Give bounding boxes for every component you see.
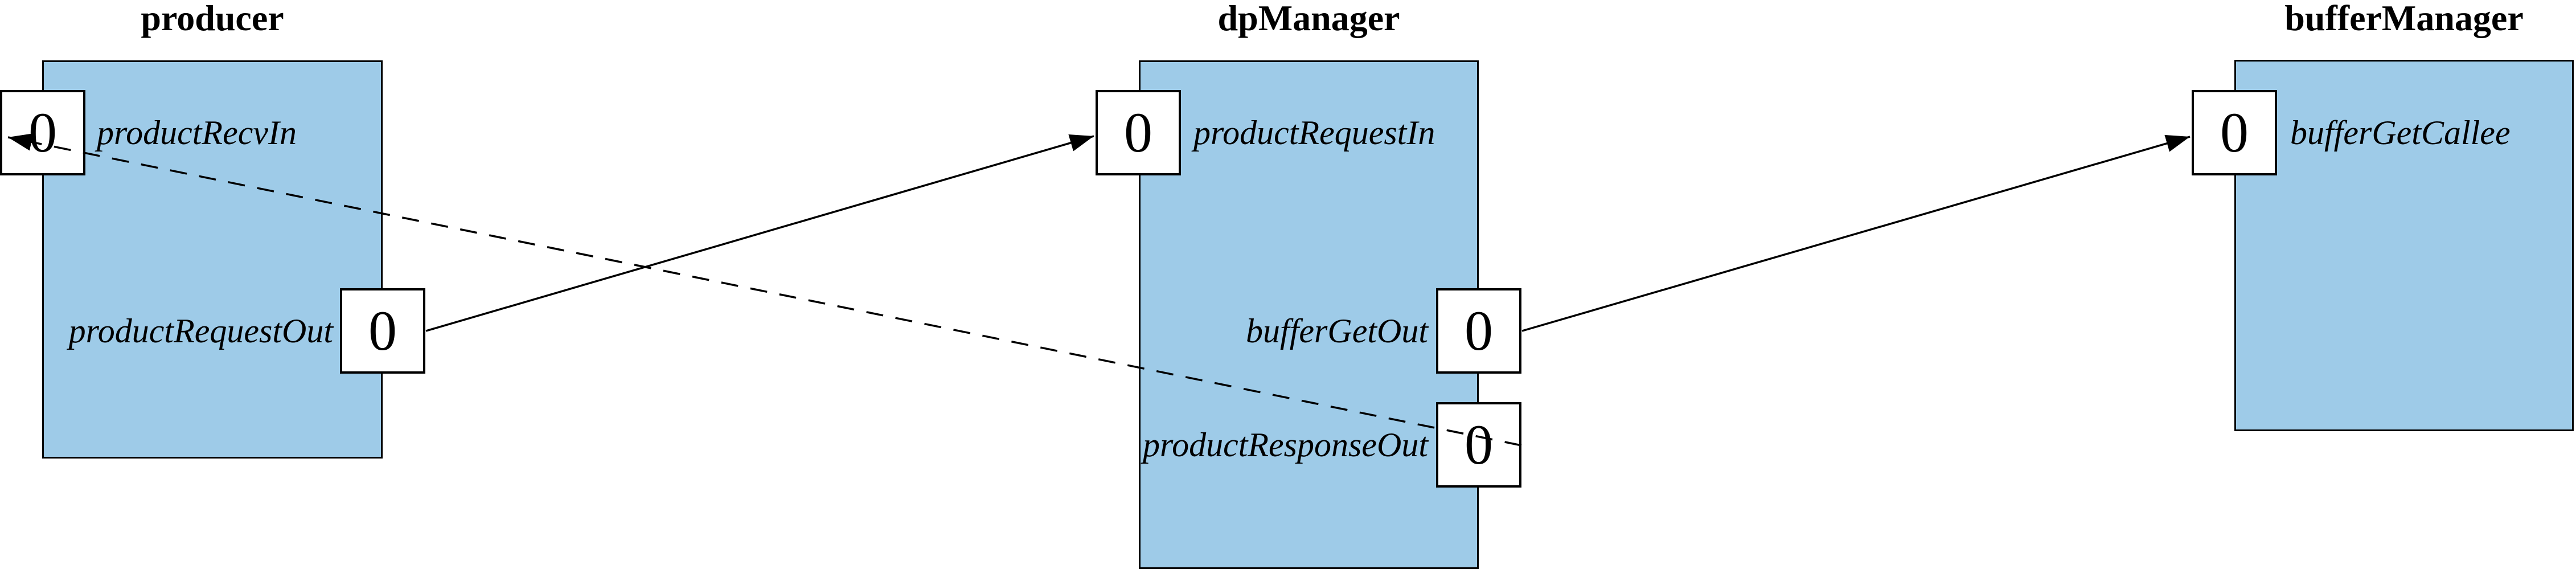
port-label-productrequestout: productRequestOut	[68, 312, 333, 350]
component-buffermanager	[2234, 60, 2574, 431]
port-label-productresponseout: productResponseOut	[1142, 426, 1428, 464]
port-box-buffergetcallee: 0	[2192, 90, 2277, 175]
component-title-buffermanager: bufferManager	[2284, 0, 2524, 38]
port-value-buffergetout: 0	[1465, 299, 1493, 362]
port-box-productrecvin: 0	[0, 90, 85, 175]
port-label-buffergetcallee: bufferGetCallee	[2290, 114, 2511, 152]
connection-buffergetout-to-buffergetcallee	[1521, 134, 2191, 332]
port-label-buffergetout: bufferGetOut	[1246, 312, 1428, 350]
component-title-dpmanager: dpManager	[1217, 0, 1400, 38]
port-value-buffergetcallee: 0	[2220, 101, 2249, 164]
port-value-productrequestout: 0	[368, 299, 397, 362]
port-box-productresponseout: 0	[1436, 402, 1521, 488]
port-value-productresponseout: 0	[1465, 413, 1493, 476]
port-label-productrecvin: productRecvIn	[97, 114, 297, 152]
port-value-productrecvin: 0	[28, 101, 57, 164]
connection-productrequestout-to-productrequestin	[425, 134, 1094, 332]
port-box-productrequestin: 0	[1096, 90, 1181, 175]
component-title-producer: producer	[141, 0, 284, 38]
port-label-productrequestin: productRequestIn	[1193, 114, 1435, 152]
port-value-productrequestin: 0	[1124, 101, 1152, 164]
port-box-productrequestout: 0	[340, 288, 425, 374]
port-box-buffergetout: 0	[1436, 288, 1521, 374]
